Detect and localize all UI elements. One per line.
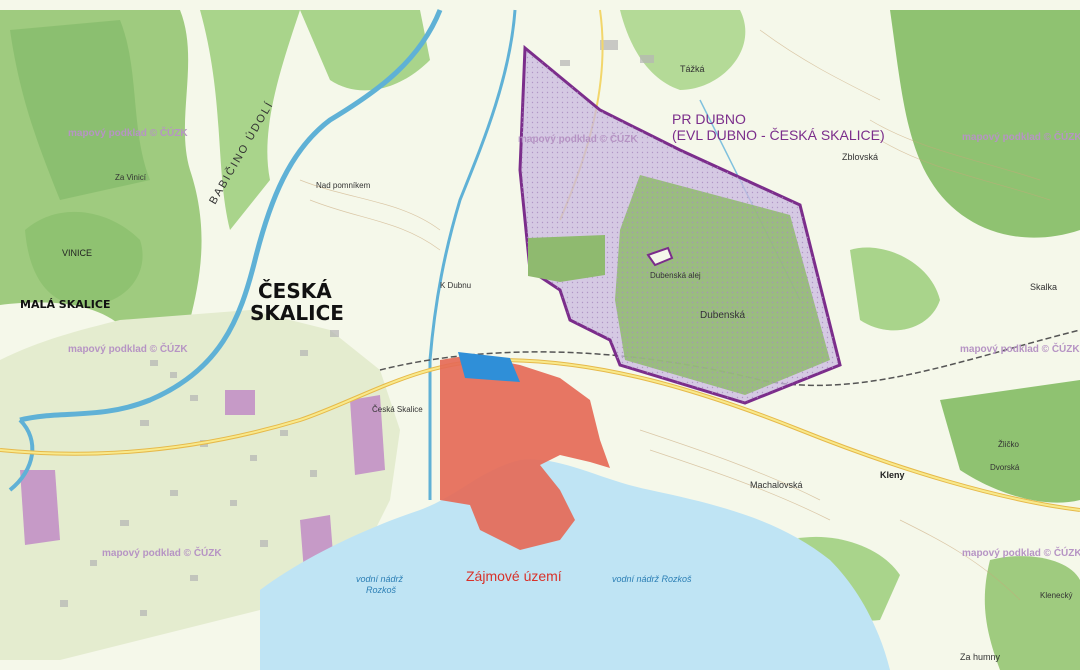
label-skalka: Skalka [1030,282,1057,292]
forest-east-mid [850,247,940,331]
label-evl: (EVL DUBNO - ČESKÁ SKALICE) [672,127,885,143]
forest-patch-west-of-dubno [528,235,605,282]
label-skalice: SKALICE [250,301,344,325]
contour-lines [299,29,1051,601]
interest-area[interactable] [440,355,610,550]
river-upa [19,9,443,423]
label-zajmove-uzemi: Zájmové území [466,568,562,584]
pr-dubno-dots [520,48,840,403]
label-zlicko: Žličko [998,440,1019,449]
label-zblovska: Zblovská [842,152,878,162]
lake-rozkos [260,459,890,670]
buildings [60,40,654,616]
label-machalovska: Machalovská [750,480,803,490]
forest-babicino [200,10,300,230]
label-za-vinici: Za Vinicí [115,173,147,182]
forest-north-2 [620,10,746,90]
forest-east-top [890,10,1080,238]
svg-text:mapový podklad © ČÚZK: mapový podklad © ČÚZK [960,342,1080,355]
industrial-center [350,395,385,475]
river-upa-west [8,418,35,492]
forest-west-dark [10,20,150,200]
label-ceska: ČESKÁ [258,279,332,303]
forest-se2 [984,556,1080,670]
svg-text:mapový podklad © ČÚZK: mapový podklad © ČÚZK [68,126,188,139]
label-dvorska: Dvorská [990,463,1020,472]
label-dubenska: Dubenská [700,310,745,321]
label-za-humny: Za humny [960,652,1001,662]
label-dubenska-alej: Dubenská alej [650,271,701,280]
dubno-enclave [646,246,674,267]
svg-text:mapový podklad © ČÚZK: mapový podklad © ČÚZK [962,130,1080,143]
label-tazka: Tážká [680,64,705,74]
label-nad-pomnikem: Nad pomníkem [316,181,371,190]
label-klenecky: Klenecký [1040,591,1072,600]
label-ceska-skalice-station: Česká Skalice [372,405,423,414]
copyright-watermarks: mapový podklad © ČÚZK mapový podklad © Č… [68,126,1080,559]
label-pr-dubno: PR DUBNO [672,111,746,127]
label-mala-skalice: MALÁ SKALICE [20,298,110,311]
svg-text:mapový podklad © ČÚZK: mapový podklad © ČÚZK [962,546,1080,559]
label-vinice: VINICE [62,248,92,258]
interest-area-blue [458,352,520,382]
label-vodni-nadrz-1: vodní nádrž [356,574,404,584]
label-k-dubnu: K Dubnu [440,281,471,290]
label-vodni-nadrz-2: vodní nádrž Rozkoš [612,574,692,584]
forest-vinice [25,211,143,306]
svg-text:mapový podklad © ČÚZK: mapový podklad © ČÚZK [68,342,188,355]
svg-text:mapový podklad © ČÚZK: mapový podklad © ČÚZK [518,132,638,145]
canal [428,9,517,500]
svg-text:mapový podklad © ČÚZK: mapový podklad © ČÚZK [102,546,222,559]
label-vodni-nadrz-1b: Rozkoš [366,585,397,595]
forest-east-low [940,380,1080,503]
label-kleny: Kleny [880,470,905,480]
industrial-west [20,470,60,545]
industrial-block [225,390,255,415]
